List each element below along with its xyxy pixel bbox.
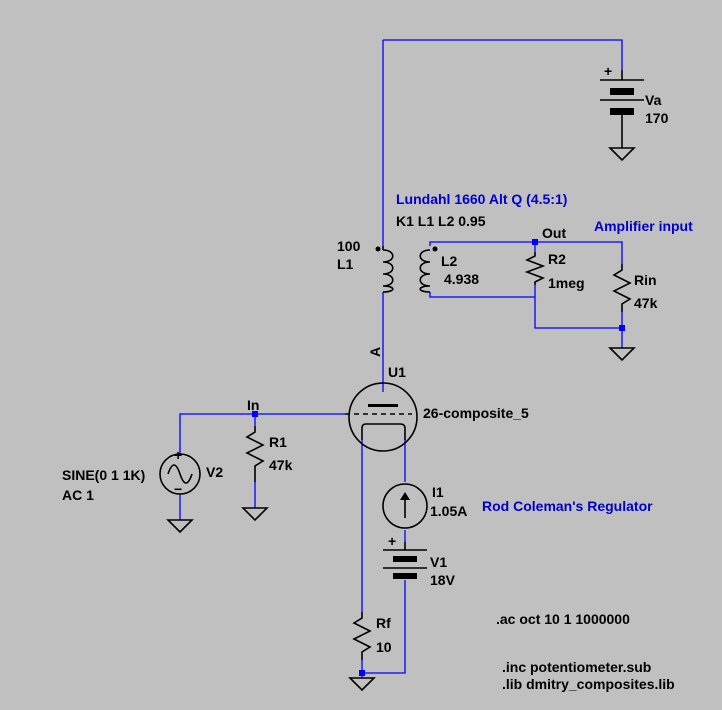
rf-value: 10: [376, 639, 392, 655]
v1-name: V1: [430, 554, 447, 570]
svg-text:+: +: [604, 63, 612, 79]
i1-name: I1: [432, 484, 444, 500]
ground-v2: [166, 519, 194, 534]
inc-directive: .inc potentiometer.sub: [502, 659, 651, 675]
current-source-i1[interactable]: [382, 483, 428, 529]
svg-text:+: +: [174, 447, 182, 463]
battery-va[interactable]: +: [600, 63, 644, 148]
transformer-title: Lundahl 1660 Alt Q (4.5:1): [396, 191, 567, 207]
i1-value: 1.05A: [430, 503, 467, 519]
inductor-l1[interactable]: [375, 246, 394, 293]
battery-v1[interactable]: +: [383, 533, 427, 579]
r2-name: R2: [548, 251, 566, 267]
resistor-rin[interactable]: [612, 264, 632, 312]
v1-value: 18V: [430, 572, 456, 588]
l2-name: L2: [441, 253, 458, 269]
ground-rin: [608, 347, 636, 362]
rin-value: 47k: [634, 295, 658, 311]
u1-name: U1: [388, 364, 406, 380]
v2-source-spec: SINE(0 1 1K): [62, 467, 145, 483]
u1-model: 26-composite_5: [423, 405, 529, 421]
v2-ac-spec: AC 1: [62, 487, 94, 503]
va-value: 170: [645, 110, 669, 126]
svg-text:+: +: [388, 533, 396, 549]
ground-va: [608, 147, 636, 162]
ground-rf: [348, 677, 376, 692]
svg-text:−: −: [174, 481, 182, 497]
v2-name: V2: [206, 464, 223, 480]
wires: [179, 39, 623, 678]
coupling-directive: K1 L1 L2 0.95: [396, 213, 486, 229]
junction-dots: [252, 239, 625, 676]
amplifier-input-comment: Amplifier input: [594, 218, 693, 234]
rin-name: Rin: [634, 272, 657, 288]
l1-value: 100: [337, 238, 361, 254]
rf-name: Rf: [376, 615, 391, 631]
inductor-l2[interactable]: [419, 246, 438, 293]
out-net-label: Out: [542, 225, 566, 241]
resistor-r2[interactable]: [524, 252, 546, 285]
triode-u1[interactable]: [345, 382, 418, 452]
in-net-label: In: [247, 397, 259, 413]
regulator-comment: Rod Coleman's Regulator: [482, 498, 653, 514]
l1-name: L1: [337, 256, 354, 272]
lib-directive: .lib dmitry_composites.lib: [502, 676, 675, 692]
r1-name: R1: [269, 434, 287, 450]
sine-source-v2[interactable]: + −: [159, 447, 201, 497]
va-name: Va: [645, 92, 662, 108]
ac-directive: .ac oct 10 1 1000000: [496, 611, 630, 627]
resistor-rf[interactable]: [352, 612, 372, 660]
ground-r1: [241, 507, 269, 522]
r1-value: 47k: [269, 457, 293, 473]
resistor-r1[interactable]: [245, 426, 265, 482]
r2-value: 1meg: [548, 275, 585, 291]
l2-value: 4.938: [444, 271, 479, 287]
anode-net-label: A: [367, 347, 383, 357]
